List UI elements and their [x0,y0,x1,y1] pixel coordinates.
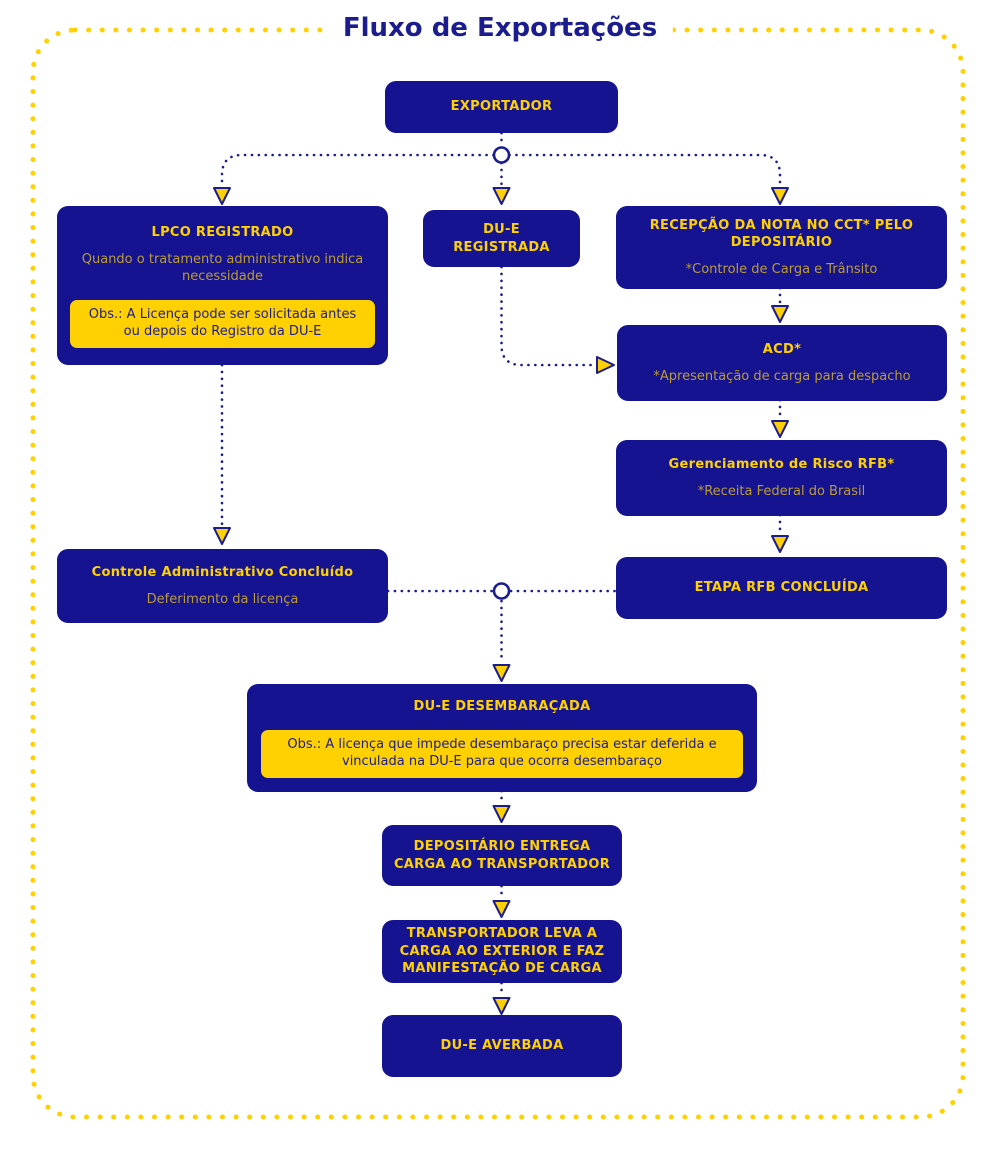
page-title: Fluxo de Exportações [326,13,674,43]
node-recepcao-nota-cct: RECEPÇÃO DA NOTA NO CCT* PELO DEPOSITÁRI… [616,206,947,289]
node-gerenciamento-risco-rfb: Gerenciamento de Risco RFB* *Receita Fed… [616,440,947,516]
node-subtitle: Deferimento da licença [146,591,299,607]
node-due-averbada: DU-E AVERBADA [382,1015,622,1077]
merge-node-circle [492,582,511,600]
arrow-down-icon-risco [771,420,789,438]
arrow-down-icon-averbada [492,997,511,1015]
branch-node-circle [492,146,511,164]
connector-branch-right [508,153,782,188]
node-subtitle: *Controle de Carga e Trânsito [685,261,878,277]
node-title: TRANSPORTADOR LEVA A CARGA AO EXTERIOR E… [399,926,605,977]
node-transportador-leva-carga: TRANSPORTADOR LEVA A CARGA AO EXTERIOR E… [382,920,622,983]
arrow-down-icon-acd [771,305,789,323]
node-due-registrada: DU-E REGISTRADA [423,210,580,267]
node-subtitle: *Receita Federal do Brasil [697,483,866,499]
node-etapa-rfb-concluida: ETAPA RFB CONCLUÍDA [616,557,947,619]
node-title: Gerenciamento de Risco RFB* [668,456,895,472]
node-subtitle: Quando o tratamento administrativo indic… [81,251,364,285]
connector-branch-left [220,153,495,188]
note-licenca: Obs.: A Licença pode ser solicitada ante… [67,296,378,351]
node-title: DU-E DESEMBARAÇADA [413,699,591,715]
node-controle-administrativo-concluido: Controle Administrativo Concluído Deferi… [57,549,388,623]
dotted-connectors [220,131,782,998]
node-title: RECEPÇÃO DA NOTA NO CCT* PELO DEPOSITÁRI… [649,217,914,251]
node-title: LPCO REGISTRADO [151,225,294,241]
node-title: ETAPA RFB CONCLUÍDA [694,580,869,596]
arrowheads [213,187,789,1015]
arrow-down-icon-controle [213,527,231,545]
arrow-down-icon-due-registrada [492,187,511,205]
node-due-desembaracada: DU-E DESEMBARAÇADA Obs.: A licença que i… [247,684,757,792]
node-title: Controle Administrativo Concluído [91,564,354,580]
connector-due-acd [500,265,596,367]
node-title: EXPORTADOR [450,99,553,115]
arrow-down-icon-depositario [492,805,511,823]
note-desembaraco: Obs.: A licença que impede desembaraço p… [258,726,746,781]
arrow-down-icon-desembaracada [492,664,511,682]
node-subtitle: *Apresentação de carga para despacho [653,368,911,384]
node-title: DU-E REGISTRADA [453,221,550,255]
node-title: ACD* [762,341,802,357]
node-lpco-registrado: LPCO REGISTRADO Quando o tratamento admi… [57,206,388,365]
node-title: DEPOSITÁRIO ENTREGA CARGA AO TRANSPORTAD… [393,838,611,872]
arrow-down-icon-etapa [771,535,789,553]
arrow-down-icon-transportador [492,900,511,918]
node-depositario-entrega-carga: DEPOSITÁRIO ENTREGA CARGA AO TRANSPORTAD… [382,825,622,886]
node-acd: ACD* *Apresentação de carga para despach… [617,325,947,401]
node-exportador: EXPORTADOR [385,81,618,133]
node-title: DU-E AVERBADA [440,1038,564,1054]
arrow-down-icon-lpco [213,187,231,205]
arrow-right-icon-acd [596,356,615,374]
arrow-down-icon-recepcao [771,187,789,205]
